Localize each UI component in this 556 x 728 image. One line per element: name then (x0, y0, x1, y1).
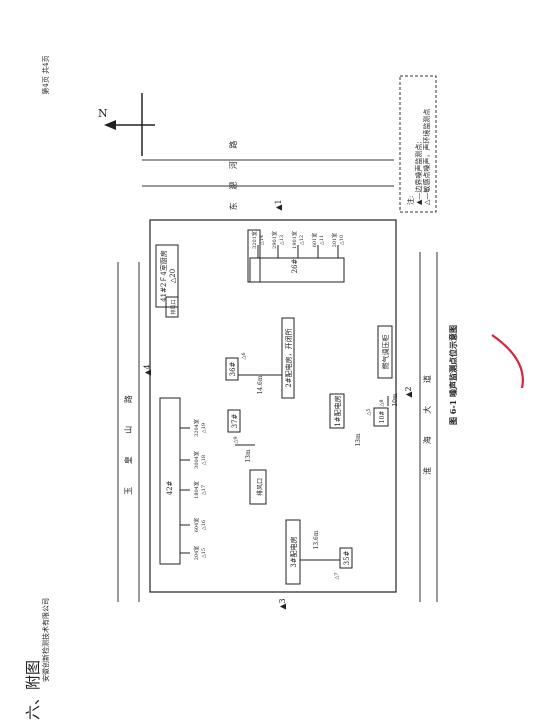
legend-line-1: ▲—边界噪声监测点; (414, 141, 423, 205)
substation-3-label: 3#配电房 (289, 536, 298, 567)
building-36 (225, 357, 239, 381)
building-41-label: 41#2Ｆ4室厨房 (159, 250, 168, 302)
company-name: 安徽创新检测技术有限公司 (41, 598, 50, 682)
substation-2 (281, 317, 295, 399)
building-26-box (249, 257, 345, 283)
dist-1-label: 13m (355, 433, 362, 447)
building-10-point-b: △5 (366, 408, 372, 415)
exhaust-mid (249, 469, 267, 505)
building-35-label: 35# (343, 550, 351, 565)
gas-regulator-label: 燃气调压柜 (381, 335, 390, 370)
legend-title: 注: (406, 196, 415, 205)
substation-1-label: 1#配电房 (333, 395, 342, 426)
stamp-arc (491, 334, 524, 389)
building-42 (159, 397, 181, 565)
exhaust-top (165, 296, 179, 318)
building-41-point: △20 (169, 269, 177, 283)
boundary-point-4: ▲4 (143, 364, 152, 375)
b42-point-4: △19 (201, 423, 207, 433)
b26-floor-2: 1901室 (291, 231, 298, 249)
building-37-point: △9 (233, 436, 239, 443)
b42-floor-3: 3004室 (193, 451, 200, 469)
project-boundary (149, 219, 397, 593)
building-42-label: 42# (166, 480, 174, 495)
boundary-point-1: ▲1 (274, 199, 283, 210)
legend-line-2: △—敏感点噪声，声环境监测点 (422, 109, 431, 205)
b42-point-0: △15 (201, 548, 207, 558)
north-road-label: 玉 皇 山 路 (123, 385, 133, 495)
b42-point-3: △18 (201, 455, 207, 465)
b42-point-1: △16 (201, 520, 207, 530)
building-36-point: △6 (241, 352, 247, 359)
b42-floor-4: 3204室 (193, 419, 200, 437)
boundary-point-2: ▲2 (404, 386, 413, 397)
dist-37-label: 13m (245, 449, 252, 463)
b26-point-0: △14 (259, 235, 265, 245)
exhaust-top-label: 排风口 (170, 299, 177, 314)
b42-floor-2: 1804室 (193, 481, 200, 499)
dist-35-label: 13.6m (313, 530, 320, 549)
b26-point-1: △13 (279, 235, 285, 245)
b26-floor-1: 2901室 (271, 231, 278, 249)
substation-1 (329, 393, 345, 429)
b26-floor-3: 601室 (311, 233, 318, 248)
building-37 (227, 409, 241, 433)
b26-floor-4: 201室 (331, 233, 338, 248)
building-35 (339, 547, 353, 569)
b42-floor-0: 204室 (193, 546, 200, 561)
building-10-label: 10# (379, 411, 386, 424)
page-number: 第4页 共4页 (41, 55, 50, 94)
dist-36-label: 14.6m (257, 375, 264, 394)
building-41 (155, 244, 179, 308)
building-26-label: 26# (291, 258, 299, 273)
substation-3 (285, 519, 301, 585)
legend-box (399, 75, 437, 213)
building-36-label: 36# (229, 361, 237, 376)
gas-regulator (377, 325, 393, 379)
figure-caption: 图 6-1 噪声监测点位示意图 (448, 325, 458, 425)
building-10 (373, 407, 389, 427)
south-road-label: 淮 海 大 道 (422, 365, 432, 475)
dist-10-label: 10m (392, 393, 399, 407)
building-37-label: 37# (231, 413, 239, 428)
section-title: 六、附图 (24, 660, 42, 720)
b26-point-4: △10 (339, 235, 345, 245)
b26-point-3: △11 (319, 235, 325, 245)
b26-point-2: △12 (299, 235, 305, 245)
building-26-floors (257, 245, 339, 258)
north-label: N (98, 107, 108, 120)
substation-2-label: 2#配电房，开闭所 (284, 328, 293, 387)
building-42-floors (180, 427, 190, 554)
exhaust-mid-label: 排风口 (256, 478, 264, 496)
building-35-point: △7 (334, 572, 340, 579)
east-road-label: 东 淝 河 路 (228, 136, 238, 211)
north-arrow-icon (104, 93, 155, 156)
b42-point-2: △17 (201, 485, 207, 495)
b42-floor-1: 604室 (193, 518, 200, 533)
building-10-point-a: △8 (379, 399, 385, 406)
b26-floor-0: 3201室 (251, 231, 258, 249)
boundary-point-3: ▲3 (278, 598, 287, 609)
